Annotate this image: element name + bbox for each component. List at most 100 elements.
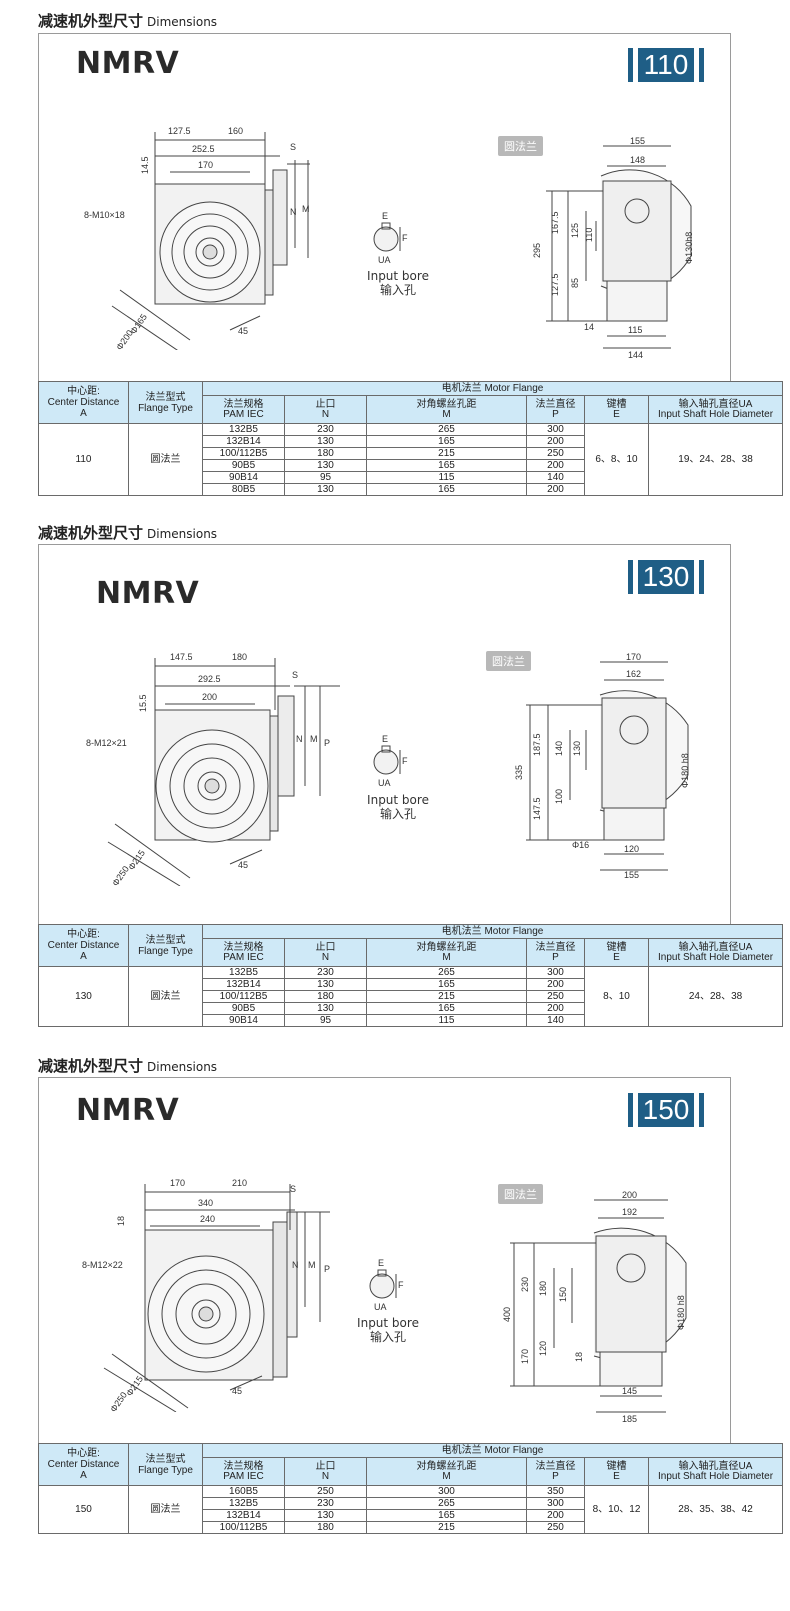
side-v2: 130: [572, 741, 582, 756]
side-v1: 125: [570, 223, 580, 238]
side-b1: 14: [584, 322, 594, 332]
flange-tag: 圆法兰: [498, 136, 543, 156]
dim-b: 292.5: [198, 674, 221, 684]
dim-s: S: [290, 142, 296, 152]
dim-ang: 45: [232, 1386, 242, 1396]
dim-top: 18: [116, 1216, 126, 1226]
dim-m: M: [310, 734, 318, 744]
bore-f: F: [402, 756, 408, 766]
side-h2: 147.5: [532, 797, 542, 820]
side-w1: 170: [626, 652, 641, 662]
dim-s: S: [292, 670, 298, 680]
side-v2: 150: [558, 1287, 568, 1302]
bore-f: F: [402, 233, 408, 243]
dim-s: S: [290, 1184, 296, 1194]
dim-a2: 210: [232, 1178, 247, 1188]
dim-bolt: 8-M12×22: [82, 1260, 123, 1270]
model-name: NMRV: [96, 576, 200, 611]
model-name: NMRV: [76, 46, 180, 81]
front-view-drawing: 170 210 340 240 18 8-M12×22 S N M P Φ215…: [80, 1172, 340, 1414]
dim-c: 170: [198, 160, 213, 170]
dim-top: 15.5: [138, 694, 148, 712]
dim-a1: 170: [170, 1178, 185, 1188]
bore-ua: UA: [378, 778, 391, 788]
input-bore-drawing: E F UA: [366, 728, 416, 788]
side-view-drawing: 200 192 400 230 170 180 150 120 18 Φ180 …: [500, 1188, 718, 1426]
bore-ua: UA: [374, 1302, 387, 1312]
side-w2: 162: [626, 669, 641, 679]
side-w2: 148: [630, 155, 645, 165]
front-view-drawing: 147.5 180 292.5 200 15.5 8-M12×21 S N M …: [80, 646, 340, 888]
side-h: 400: [502, 1307, 512, 1322]
bore-e: E: [382, 734, 388, 744]
dim-b: 340: [198, 1198, 213, 1208]
side-b1: Φ16: [572, 840, 589, 850]
side-h: 295: [532, 243, 542, 258]
side-h1: 230: [520, 1277, 530, 1292]
side-h2: 170: [520, 1349, 530, 1364]
dim-c: 240: [200, 1214, 215, 1224]
dim-a1: 147.5: [170, 652, 193, 662]
dim-a2: 180: [232, 652, 247, 662]
dim-d1: Φ215: [124, 1374, 145, 1398]
dim-n: N: [296, 734, 303, 744]
size-badge: 130: [628, 560, 704, 594]
side-view-drawing: 170 162 335 187.5 147.5 140 130 100 Φ180…: [508, 650, 718, 880]
flange-tag: 圆法兰: [486, 651, 531, 671]
side-w2: 192: [622, 1207, 637, 1217]
dim-c: 200: [202, 692, 217, 702]
bore-e: E: [382, 211, 388, 221]
input-bore-drawing: E F UA: [366, 205, 416, 265]
dim-a2: 160: [228, 126, 243, 136]
model-name: NMRV: [76, 1093, 180, 1128]
side-h: 335: [514, 765, 524, 780]
dim-p: P: [324, 1264, 330, 1274]
dim-d1: Φ215: [126, 848, 147, 872]
side-v3: 120: [538, 1341, 548, 1356]
dim-p: P: [324, 738, 330, 748]
side-h1: 167.5: [550, 211, 560, 234]
flange-tag: 圆法兰: [498, 1184, 543, 1204]
dim-top: 14.5: [140, 156, 150, 174]
side-shaft: Φ180 h8: [676, 1295, 686, 1330]
side-b3: 144: [628, 350, 643, 360]
side-v3: 100: [554, 789, 564, 804]
size-badge: 150: [628, 1093, 704, 1127]
dim-ang: 45: [238, 860, 248, 870]
side-b2: 115: [628, 325, 642, 335]
dim-n: N: [292, 1260, 299, 1270]
side-w1: 200: [622, 1190, 637, 1200]
dim-a1: 127.5: [168, 126, 191, 136]
side-b3: 185: [622, 1414, 637, 1424]
bore-f: F: [398, 1280, 404, 1290]
dim-m: M: [308, 1260, 316, 1270]
side-b3: 155: [624, 870, 639, 880]
input-bore-drawing: E F UA: [362, 1252, 412, 1312]
bore-ua: UA: [378, 255, 391, 265]
side-h2: 127.5: [550, 273, 560, 296]
side-shaft: Φ180 h8: [680, 753, 690, 788]
side-h1: 187.5: [532, 733, 542, 756]
side-v4: 18: [574, 1352, 584, 1362]
side-v1: 180: [538, 1281, 548, 1296]
side-view-drawing: 155 148 295 167.5 127.5 125 110 85 Φ130h…: [506, 136, 716, 361]
dim-bolt: 8-M10×18: [84, 210, 125, 220]
front-view-drawing: 127.5 160 252.5 170 14.5 8-M10×18 S N M …: [80, 120, 320, 353]
side-b2: 120: [624, 844, 639, 854]
dim-ang: 45: [238, 326, 248, 336]
dim-n: N: [290, 207, 297, 217]
side-v2: 110: [584, 228, 594, 242]
dim-bolt: 8-M12×21: [86, 738, 127, 748]
side-v3: 85: [570, 278, 580, 288]
side-b2: 145: [622, 1386, 637, 1396]
dim-m: M: [302, 204, 310, 214]
